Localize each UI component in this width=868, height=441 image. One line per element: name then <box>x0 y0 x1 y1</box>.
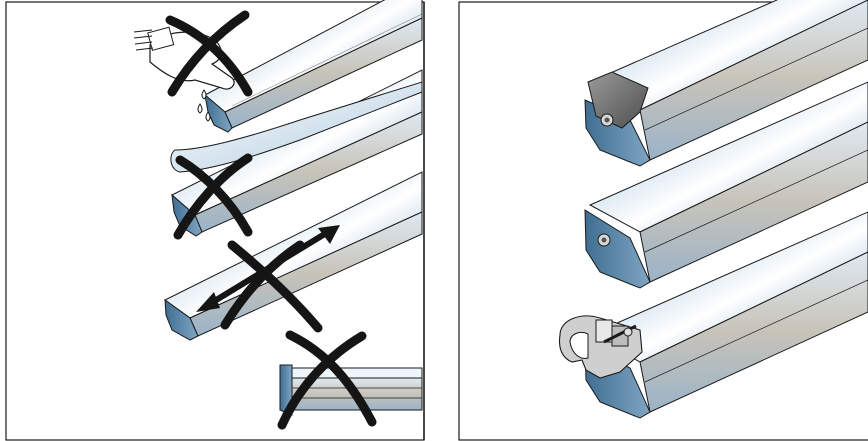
end-cap <box>587 71 649 129</box>
cross-mark-icon <box>173 153 253 240</box>
liquid-drop-icon <box>197 89 211 122</box>
cross-mark-icon <box>220 240 323 333</box>
cross-mark-icon <box>165 10 253 97</box>
step-stacked-rail <box>277 330 423 430</box>
step-cleaning-rail <box>133 0 423 133</box>
rail-top-surface <box>284 367 423 379</box>
panel-correct-protection <box>458 0 868 441</box>
rail-with-clamp <box>558 211 868 419</box>
step-peeling-cover <box>170 69 423 240</box>
screw-icon <box>623 327 633 337</box>
panel-incorrect-handling <box>5 0 425 441</box>
rail-end-profile <box>584 209 651 289</box>
rail-with-end-cap <box>584 0 868 167</box>
clamp-icon <box>558 315 643 379</box>
cross-mark-icon <box>277 330 377 430</box>
rail-end-profile <box>164 298 199 341</box>
brush-icon <box>133 26 175 51</box>
rail-top-surface <box>588 81 868 233</box>
rail-with-flush-screw <box>584 81 868 289</box>
step-sliding-motion <box>164 171 423 341</box>
cover-tape-strip <box>170 81 423 173</box>
